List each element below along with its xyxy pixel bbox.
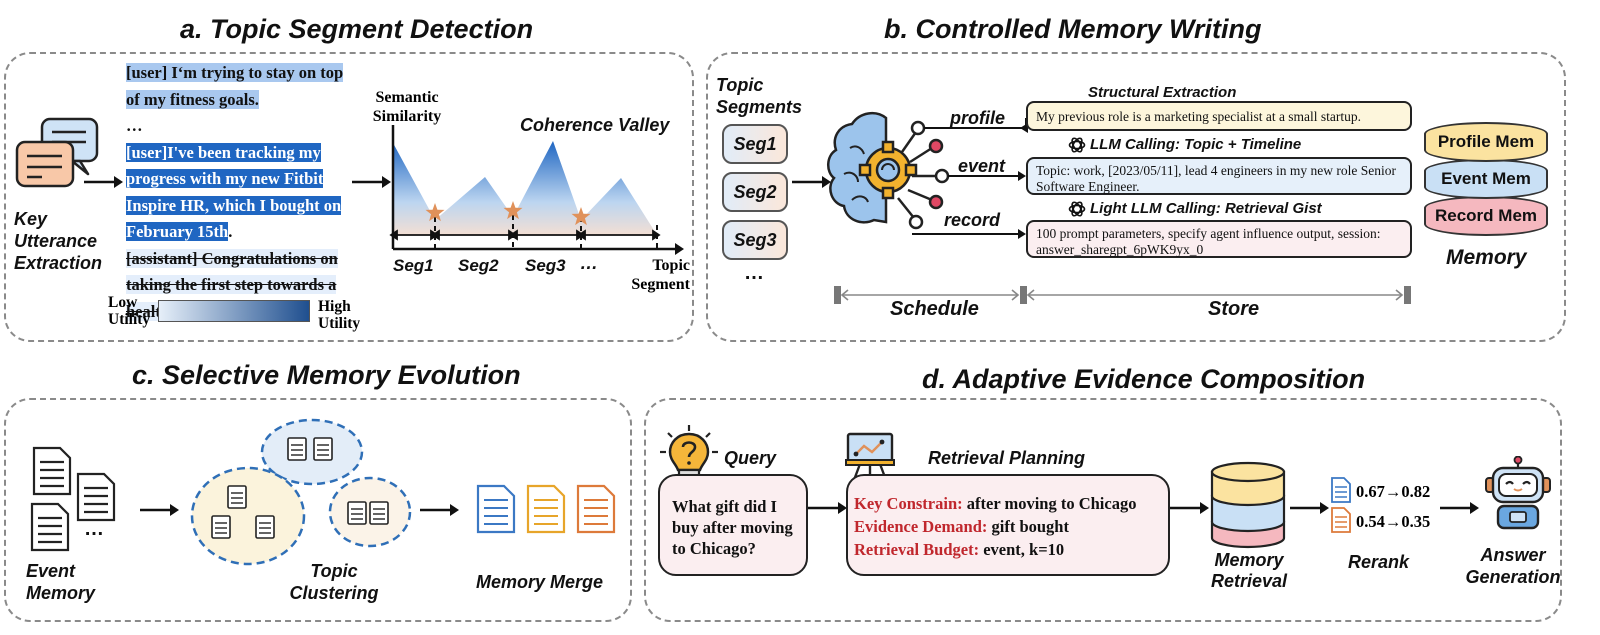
memory-layer-record: Record Mem	[1424, 196, 1548, 236]
arrow-to-retrieval	[1170, 502, 1209, 514]
panel-c-frame	[4, 398, 632, 622]
profile-memory-box: My previous role is a marketing speciali…	[1026, 101, 1412, 131]
branch-event-label: event	[958, 156, 1006, 176]
event-memory-box: Topic: work, [2023/05/11], lead 4 engine…	[1026, 157, 1412, 195]
branch-profile-label: profile	[950, 108, 1006, 128]
utterance-user-2-tail: .	[228, 222, 233, 241]
panel-d-title: d. Adaptive Evidence Composition	[922, 364, 1366, 394]
chat-bubbles-icon	[15, 117, 99, 188]
plan-key-evidence: Evidence Demand:	[854, 517, 988, 536]
chart-y-axis-label: Semantic Similarity	[372, 89, 442, 125]
branch-record-label: record	[944, 210, 1001, 230]
arrow-to-rerank	[1290, 502, 1329, 514]
rerank-doc-icon-1	[1331, 477, 1351, 503]
answer-generation-label: Answer Generation	[1465, 545, 1561, 587]
topic-clustering-label: Topic Clustering	[289, 561, 379, 603]
query-text: What gift did I buy after moving to Chic…	[672, 497, 793, 558]
rerank-score-1: 0.67→0.82	[1356, 482, 1431, 501]
profile-memory-text: My previous role is a marketing speciali…	[1036, 109, 1362, 124]
segment-box-1: Seg1	[722, 124, 788, 164]
plan-key-constrain: Key Constrain:	[854, 494, 963, 513]
structural-extraction-label: Structural Extraction	[1088, 84, 1237, 101]
memory-merge-label: Memory Merge	[476, 572, 604, 592]
plan-value-constrain: after moving to Chicago	[962, 494, 1137, 513]
topic-clusters	[190, 418, 412, 566]
plan-value-evidence: gift bought	[987, 517, 1069, 536]
panel-b-title: b. Controlled Memory Writing	[884, 14, 1262, 44]
event-memory-docs	[30, 446, 116, 552]
legend-low-utility: Low Utility	[108, 294, 151, 328]
rerank-label: Rerank	[1348, 552, 1410, 572]
memory-label: Memory	[1446, 246, 1527, 269]
retrieval-plan-box: Key Constrain: after moving to Chicago E…	[846, 474, 1170, 576]
event-memory-label: Event Memory	[26, 561, 96, 603]
arrow-to-planning	[808, 502, 847, 514]
chart-seg3: Seg3	[525, 256, 566, 275]
panel-d-frame	[644, 398, 1562, 622]
arrow-to-answer	[1440, 502, 1479, 514]
panel-a-title: a. Topic Segment Detection	[180, 14, 534, 44]
llm-calling-label: LLM Calling: Topic + Timeline	[1090, 136, 1302, 153]
plan-row-retrieval-budget: Retrieval Budget: event, k=10	[854, 538, 1162, 561]
chart-x-axis-label: Topic Segment	[631, 257, 690, 293]
record-memory-box: 100 prompt parameters, specify agent inf…	[1026, 220, 1412, 258]
memory-layer-event: Event Mem	[1424, 159, 1548, 199]
legend-high-utility: High Utility	[318, 298, 361, 332]
segment-more: …	[744, 262, 764, 284]
query-label: Query	[724, 448, 777, 468]
similarity-area	[393, 141, 657, 235]
semantic-similarity-chart	[389, 125, 684, 255]
planning-easel-icon	[845, 432, 895, 481]
memory-layer-profile: Profile Mem	[1424, 122, 1548, 162]
light-llm-icon	[1068, 201, 1086, 217]
store-label: Store	[1208, 298, 1260, 320]
brain-gear-icon-with-branches	[792, 111, 1028, 239]
robot-icon	[1485, 456, 1551, 530]
memory-retrieval-label: Memory Retrieval	[1210, 550, 1288, 591]
dialogue-ellipsis: …	[126, 116, 143, 135]
topic-segments-label: Topic Segments	[716, 75, 803, 117]
panel-a-frame	[4, 52, 694, 342]
llm-icon	[1068, 137, 1086, 153]
light-llm-label: Light LLM Calling: Retrieval Gist	[1090, 200, 1322, 217]
memory-retrieval-db-icon	[1210, 461, 1286, 549]
valley-star-2	[503, 201, 523, 220]
record-memory-text: 100 prompt parameters, specify agent inf…	[1036, 226, 1381, 257]
schedule-store-timeline	[834, 286, 1411, 304]
plan-value-budget: event, k=10	[979, 540, 1065, 559]
rerank-score-2: 0.54→0.35	[1356, 512, 1431, 531]
arrow-to-dialogue	[84, 176, 123, 188]
valley-star-1	[425, 203, 445, 222]
valley-star-3	[571, 207, 591, 226]
chart-seg-more: …	[580, 253, 598, 273]
arrow-to-merge	[420, 504, 459, 516]
plan-row-evidence-demand: Evidence Demand: gift bought	[854, 515, 1162, 538]
event-memory-ellipsis: …	[84, 518, 104, 540]
arrow-to-chart	[352, 176, 391, 188]
retrieval-planning-label: Retrieval Planning	[928, 448, 1086, 468]
rerank-doc-icon-2	[1331, 507, 1351, 533]
panel-c-title: c. Selective Memory Evolution	[132, 360, 521, 390]
schedule-label: Schedule	[890, 298, 979, 320]
arrow-to-clustering	[140, 504, 179, 516]
segment-box-3: Seg3	[722, 220, 788, 260]
plan-row-key-constrain: Key Constrain: after moving to Chicago	[854, 492, 1162, 515]
coherence-valley-label: Coherence Valley	[520, 115, 670, 135]
merged-memory-docs	[476, 484, 616, 534]
chart-seg1: Seg1	[393, 256, 434, 275]
dialogue-snippet: [user] I‘m trying to stay on top of my f…	[126, 60, 358, 325]
utterance-user-2: [user]I've been tracking my progress wit…	[126, 142, 342, 241]
segment-box-2: Seg2	[722, 172, 788, 212]
key-utterance-label: Key Utterance Extraction	[14, 209, 103, 273]
event-memory-text: Topic: work, [2023/05/11], lead 4 engine…	[1036, 163, 1396, 194]
panel-b-frame	[706, 52, 1566, 342]
query-box: What gift did I buy after moving to Chic…	[658, 474, 808, 576]
plan-key-budget: Retrieval Budget:	[854, 540, 980, 559]
chart-seg2: Seg2	[458, 256, 499, 275]
utterance-user-1: [user] I‘m trying to stay on top of my f…	[126, 63, 344, 109]
utility-gradient-bar	[158, 300, 310, 322]
